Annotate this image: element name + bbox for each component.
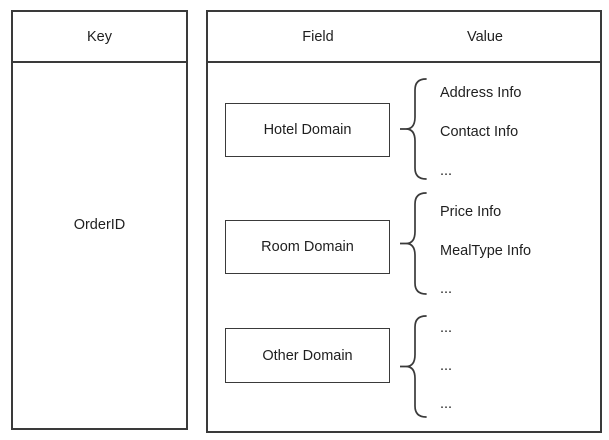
field-value-table-header: Field Value <box>208 12 600 63</box>
value-item: ... <box>440 163 453 179</box>
key-cell: OrderID <box>13 215 186 235</box>
curly-brace-icon <box>400 315 427 418</box>
value-list: Price Info MealType Info ... <box>440 201 590 300</box>
field-value-table: Field Value Hotel Domain Address Info Co… <box>206 10 602 433</box>
other-domain-box: Other Domain <box>225 328 390 383</box>
value-item: MealType Info <box>440 242 532 259</box>
value-item: ... <box>440 358 453 374</box>
value-item: Address Info <box>440 85 522 101</box>
value-header-label: Value <box>466 28 504 45</box>
hotel-domain-box: Hotel Domain <box>225 103 390 157</box>
key-table: Key OrderID <box>11 10 188 430</box>
value-item: Price Info <box>440 204 502 220</box>
value-list: ... ... ... <box>440 317 590 415</box>
domain-label: Hotel Domain <box>263 122 352 138</box>
value-item: Contact Info <box>440 124 519 140</box>
value-list: Address Info Contact Info ... <box>440 82 590 182</box>
field-header-label: Field <box>302 28 334 45</box>
key-table-header: Key <box>13 12 186 63</box>
key-header-label: Key <box>87 28 112 45</box>
curly-brace-icon <box>400 192 427 295</box>
value-item: ... <box>440 281 453 297</box>
room-domain-box: Room Domain <box>225 220 390 274</box>
domain-label: Room Domain <box>261 239 354 255</box>
key-value-label: OrderID <box>73 217 126 233</box>
domain-label: Other Domain <box>262 347 353 364</box>
value-item: ... <box>440 320 453 336</box>
value-item: ... <box>440 396 453 412</box>
curly-brace-icon <box>400 78 427 180</box>
